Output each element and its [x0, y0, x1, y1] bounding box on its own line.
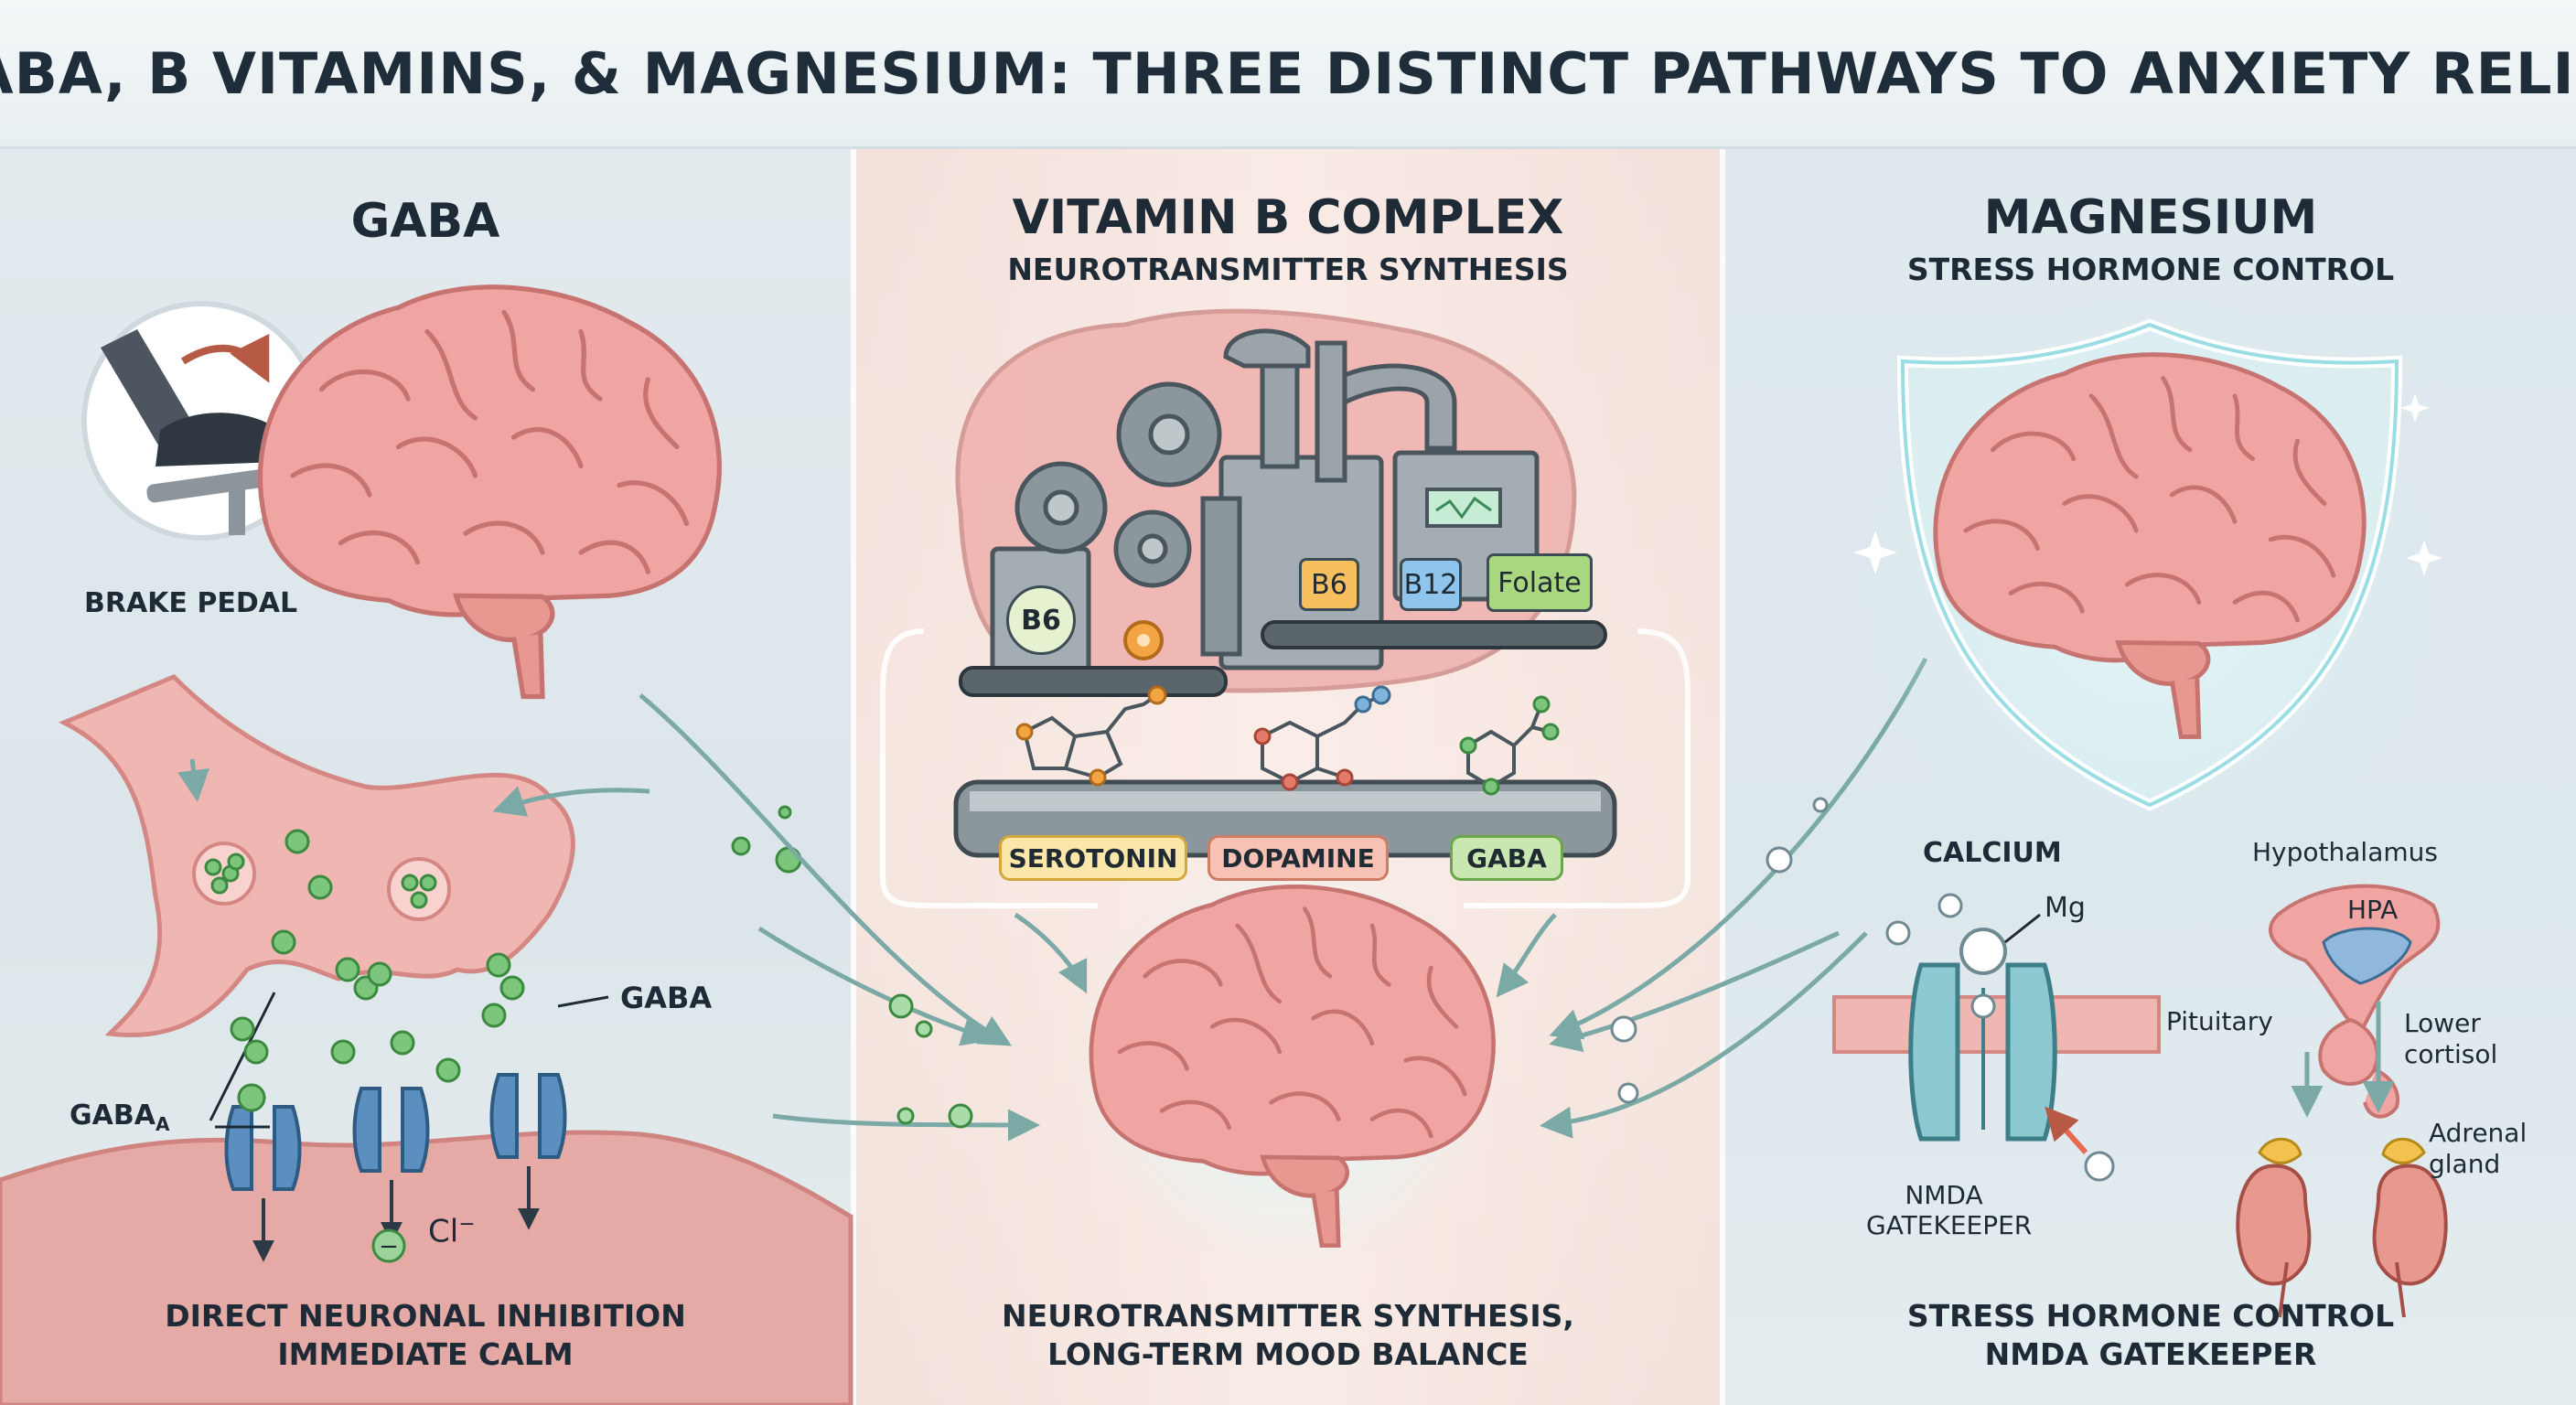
hpa-label: HPA [2347, 895, 2399, 925]
magnesium-ions [1610, 797, 1829, 1104]
chloride-superscript: − [458, 1213, 476, 1236]
title-bar: GABA, B VITAMINS, & MAGNESIUM: THREE DIS… [0, 0, 2576, 149]
gaba-caption-line1: DIRECT NEURONAL INHIBITION [165, 1298, 686, 1334]
tag-dopamine: DOPAMINE [1208, 835, 1389, 881]
vitamin-b-subheading: NEUROTRANSMITTER SYNTHESIS [1007, 252, 1569, 287]
gaba-a-receptor-label: GABAA [70, 1099, 169, 1135]
divider-left [851, 149, 856, 1405]
magnesium-caption-line2: NMDA GATEKEEPER [1984, 1336, 2317, 1372]
gaba-a-receptor-text: GABA [70, 1099, 156, 1132]
molecule-atoms [1015, 685, 1560, 796]
chloride-text: Cl [428, 1213, 459, 1250]
nmda-label-line2: GATEKEEPER [1866, 1210, 2033, 1240]
magnesium-ion-icon [1959, 928, 2007, 975]
conveyor-left [959, 666, 1228, 697]
adrenal-line1: Adrenal [2429, 1118, 2528, 1148]
nmda-channel [1832, 893, 2161, 1182]
tag-serotonin: SEROTONIN [999, 835, 1187, 881]
divider-right [1720, 149, 1725, 1405]
adrenal-line2: gland [2429, 1149, 2501, 1179]
foot-brake-icon [101, 329, 284, 535]
mg-label: Mg [2045, 892, 2086, 924]
chloride-label: Cl− [428, 1213, 476, 1249]
converging-arrows [639, 657, 1928, 1142]
gaba-brain [260, 287, 719, 697]
adrenal-gland-label: Adrenal gland [2429, 1118, 2527, 1180]
magnesium-subheading: STRESS HORMONE CONTROL [1906, 252, 2395, 287]
nmda-gatekeeper-label: NMDA GATEKEEPER [1866, 1180, 2033, 1240]
small-gear-icon [1123, 620, 1164, 660]
chloride-ion-icon [371, 1228, 406, 1263]
lower-cortisol-line1: Lower [2404, 1008, 2481, 1038]
calcium-label: CALCIUM [1923, 837, 2062, 869]
gaba-a-receptor-subscript: A [155, 1113, 170, 1135]
molecule-icon [1022, 693, 1551, 789]
gear-icon [1014, 381, 1222, 588]
gaba-molecule-label: GABA [620, 981, 713, 1015]
tag-gaba: GABA [1450, 835, 1563, 881]
magnesium-caption-line1: STRESS HORMONE CONTROL [1906, 1298, 2395, 1334]
kidney-icon [2236, 1137, 2448, 1318]
chip-b12: B12 [1400, 558, 1462, 611]
gaba-molecules [204, 805, 802, 1112]
brake-pedal-label: BRAKE PEDAL [84, 587, 298, 619]
gaba-caption: DIRECT NEURONAL INHIBITION IMMEDIATE CAL… [0, 1297, 851, 1374]
pituitary-label: Pituitary [2166, 1006, 2273, 1036]
nmda-label-line1: NMDA [1905, 1180, 1983, 1210]
gaba-receptor-3 [489, 1073, 567, 1159]
magnesium-heading: MAGNESIUM [1983, 190, 2318, 245]
gaba-heading: GABA [350, 194, 500, 249]
synapse-illustration: − [0, 674, 853, 1405]
hypothalamus-label: Hypothalamus [2252, 837, 2438, 867]
page-title: GABA, B VITAMINS, & MAGNESIUM: THREE DIS… [0, 39, 2576, 107]
vitamin-b-caption: NEUROTRANSMITTER SYNTHESIS, LONG-TERM MO… [856, 1297, 1720, 1374]
chip-folate: Folate [1487, 553, 1593, 612]
chip-b6: B6 [1299, 558, 1359, 611]
magnesium-caption: STRESS HORMONE CONTROL NMDA GATEKEEPER [1725, 1297, 2576, 1374]
vitamin-b-caption-line1: NEUROTRANSMITTER SYNTHESIS, [1002, 1298, 1574, 1334]
travelling-gaba-dots [888, 993, 973, 1129]
factory-outline-arrows [880, 628, 1690, 908]
lower-cortisol-label: Lower cortisol [2404, 1008, 2497, 1070]
chip-b6-gear: B6 [1006, 585, 1076, 655]
svg-text:−: − [379, 1233, 399, 1260]
conveyor-right [1261, 620, 1607, 649]
gaba-caption-line2: IMMEDIATE CALM [277, 1336, 574, 1372]
sparkle-icons [1853, 393, 2442, 576]
gaba-receptor-2 [352, 1087, 430, 1173]
hpa-axis [2236, 884, 2448, 1318]
vitamin-b-caption-line2: LONG-TERM MOOD BALANCE [1047, 1336, 1529, 1372]
vitamin-b-heading: VITAMIN B COMPLEX [1012, 190, 1564, 245]
lower-cortisol-line2: cortisol [2404, 1039, 2498, 1069]
